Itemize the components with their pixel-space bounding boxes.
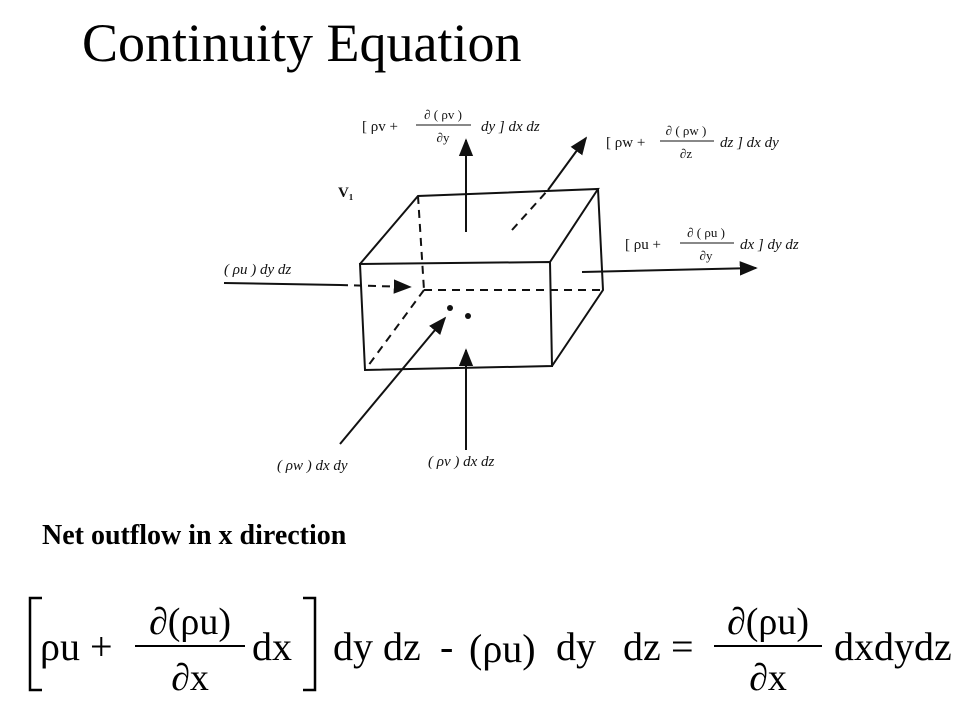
- arrow-left-inflow: [339, 279, 412, 294]
- eq-minus: -: [440, 624, 453, 669]
- eq-paren-rho-u: (ρu): [469, 626, 536, 671]
- eq-lhs-numerator: ∂(ρu): [149, 601, 231, 643]
- point-marker: [447, 305, 453, 311]
- cube-right-face: [551, 188, 605, 367]
- svg-text:[ ρw +: [ ρw +: [606, 135, 645, 151]
- eq-dy: dy: [556, 624, 596, 669]
- label-back-flux: [ ρw + ∂ ( ρw ) ∂z dz ] dx dy: [606, 123, 779, 161]
- label-bottom-flux: ( ρv ) dx dz: [428, 454, 495, 470]
- arrow-left-inflow-shaft: [223, 282, 341, 286]
- label-right-flux: [ ρu + ∂ ( ρu ) ∂y dx ] dy dz: [625, 225, 799, 263]
- cube-hidden-edge-depth: [364, 289, 425, 371]
- label-left-flux: ( ρu ) dy dz: [224, 262, 291, 278]
- svg-text:dy ] dx dz: dy ] dx dz: [481, 119, 540, 135]
- eq-rhs-dxdydz: dxdydz: [834, 624, 952, 669]
- svg-text:[ ρu +: [ ρu +: [625, 237, 661, 253]
- eq-rho-u-plus: ρu +: [40, 624, 113, 669]
- cube-top-face: [359, 187, 600, 265]
- label-front-flux: ( ρw ) dx dy: [277, 458, 348, 474]
- vertex-label: V₁: [338, 185, 353, 201]
- point-marker: [465, 313, 471, 319]
- eq-dz: dz: [623, 624, 661, 669]
- slide-title: Continuity Equation: [82, 13, 522, 73]
- svg-text:dx ] dy dz: dx ] dy dz: [740, 237, 799, 253]
- eq-lhs-denominator: ∂x: [171, 657, 209, 699]
- eq-equals: =: [671, 624, 694, 669]
- svg-text:dz ] dx dy: dz ] dx dy: [720, 135, 779, 151]
- eq-rhs-numerator: ∂(ρu): [727, 601, 809, 643]
- arrow-back-hidden: [511, 189, 549, 231]
- cube-front-face: [358, 260, 554, 372]
- net-outflow-heading: Net outflow in x direction: [42, 520, 347, 551]
- left-square-bracket: [28, 596, 42, 692]
- svg-text:∂y: ∂y: [437, 130, 450, 145]
- cube-hidden-edge-vertical: [417, 195, 425, 291]
- svg-text:∂ ( ρv ): ∂ ( ρv ): [424, 107, 462, 122]
- svg-text:∂ ( ρw ): ∂ ( ρw ): [666, 123, 707, 138]
- cube: [358, 187, 605, 372]
- svg-text:[ ρv +: [ ρv +: [362, 119, 398, 135]
- right-square-bracket: [303, 596, 317, 692]
- eq-lhs-dydz: dy dz: [333, 624, 421, 669]
- arrow-front-inflow: [339, 316, 447, 445]
- arrow-back-outflow: [547, 136, 588, 191]
- svg-text:∂z: ∂z: [680, 146, 692, 161]
- label-top-flux: [ ρv + ∂ ( ρv ) ∂y dy ] dx dz: [362, 107, 540, 145]
- net-outflow-equation: ρu + ∂(ρu) ∂x dx dy dz - (ρu) dy dz = ∂(…: [28, 596, 952, 699]
- eq-lhs-dx: dx: [252, 624, 292, 669]
- arrow-right-outflow: [581, 261, 758, 276]
- svg-text:∂ ( ρu ): ∂ ( ρu ): [687, 225, 725, 240]
- svg-text:∂y: ∂y: [700, 248, 713, 263]
- eq-rhs-denominator: ∂x: [749, 657, 787, 699]
